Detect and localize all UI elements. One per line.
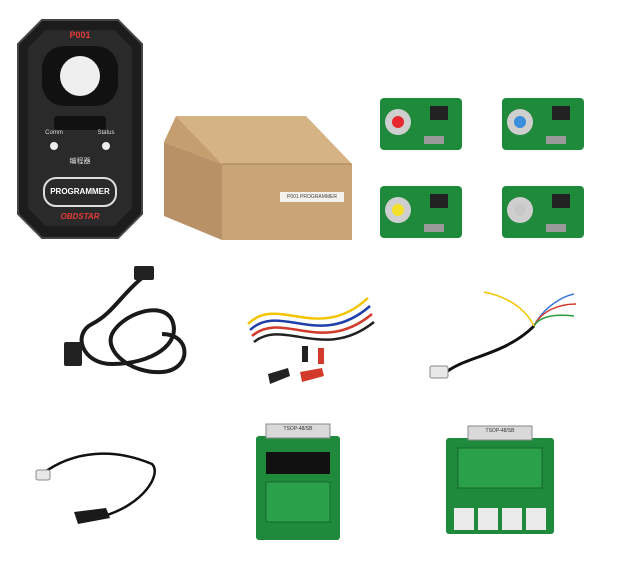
programmer-device: P001 Comm Status 编程器 PROGRAMMER OBDSTAR (14, 18, 146, 240)
right-board-header-label: TSOP-48/SB (485, 428, 515, 434)
soic-clip-cable (34, 444, 164, 528)
tsop-adapter-board-left: TSOP-48/SB (254, 422, 342, 542)
multicolor-cable (424, 286, 580, 390)
adapter-board-yellow (378, 184, 464, 240)
comm-led-label: Comm (45, 130, 63, 136)
adapter-board-blue (500, 96, 586, 152)
adapter-board-red (378, 96, 464, 152)
tsop-adapter-board-right: TSOP-48/SB (444, 424, 556, 536)
test-leads (238, 284, 380, 388)
brand-logo: OBDSTAR (60, 212, 100, 221)
box-label: P001 PROGRAMMER (280, 192, 344, 202)
programmer-chinese-label: 编程器 (69, 158, 91, 165)
status-led-label: Status (97, 130, 115, 136)
programmer-model-label: P001 (69, 30, 91, 40)
left-board-header-label: TSOP-48/SB (283, 426, 313, 432)
cardboard-box: P001 PROGRAMMER (156, 112, 356, 242)
adapter-board-grey (500, 184, 586, 240)
serial-cable (52, 264, 202, 394)
programmer-main-label: PROGRAMMER (50, 187, 110, 196)
